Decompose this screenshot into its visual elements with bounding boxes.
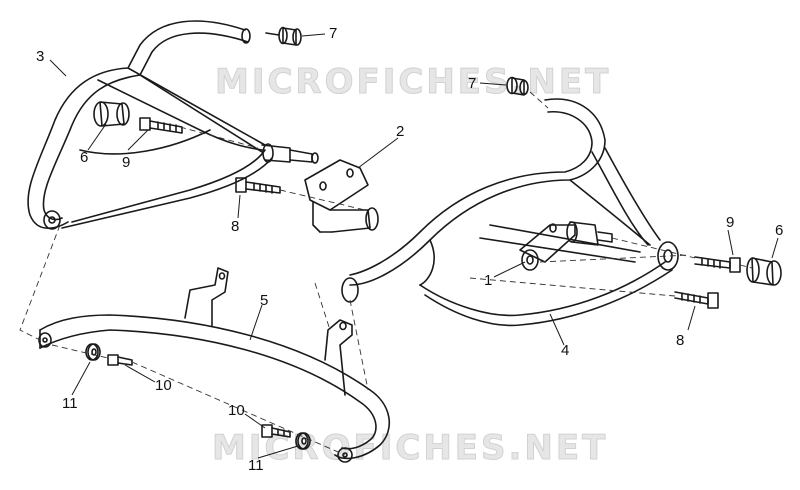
callout-leaders xyxy=(49,33,779,459)
callout-7-top: 7 xyxy=(329,25,338,42)
part-2-bracket xyxy=(304,159,379,233)
watermark-top: MICROFICHES.NET xyxy=(214,62,612,103)
callout-6-left: 6 xyxy=(80,149,89,166)
callout-9-left: 9 xyxy=(122,154,131,171)
callout-8-left: 8 xyxy=(231,218,240,235)
callout-6-right: 6 xyxy=(775,222,784,239)
part-9-bolt-right xyxy=(694,256,741,273)
part-3-left-crash-bar xyxy=(27,20,319,230)
assembly-guide-lines xyxy=(19,91,753,456)
callout-10-left: 10 xyxy=(155,377,172,394)
callout-5: 5 xyxy=(260,292,269,309)
part-7-end-cap-left xyxy=(265,26,302,46)
part-8-bolt-left xyxy=(235,177,281,194)
part-10-screw-right xyxy=(261,424,291,438)
callout-9-right: 9 xyxy=(726,214,735,231)
callout-11-bottom: 11 xyxy=(248,457,264,474)
part-6-spacer-left xyxy=(93,101,130,127)
callout-10-bottom: 10 xyxy=(228,402,245,419)
part-6-spacer-right xyxy=(746,257,782,286)
part-10-screw-left xyxy=(107,354,133,366)
callout-2: 2 xyxy=(396,123,405,140)
callout-4: 4 xyxy=(561,342,570,359)
callout-8-right: 8 xyxy=(676,332,685,349)
part-9-bolt-left xyxy=(139,117,183,134)
callout-7-right: 7 xyxy=(468,75,477,92)
callout-1: 1 xyxy=(484,272,493,289)
part-11-washer-left xyxy=(85,343,101,361)
part-8-bolt-right xyxy=(674,291,719,309)
part-5-lower-support-bar xyxy=(38,267,391,463)
part-7-end-cap-right xyxy=(506,76,529,96)
callout-11-left: 11 xyxy=(62,395,78,412)
part-4-right-crash-bar xyxy=(341,98,679,327)
callout-3: 3 xyxy=(36,48,45,65)
part-11-washer-right xyxy=(295,432,311,450)
